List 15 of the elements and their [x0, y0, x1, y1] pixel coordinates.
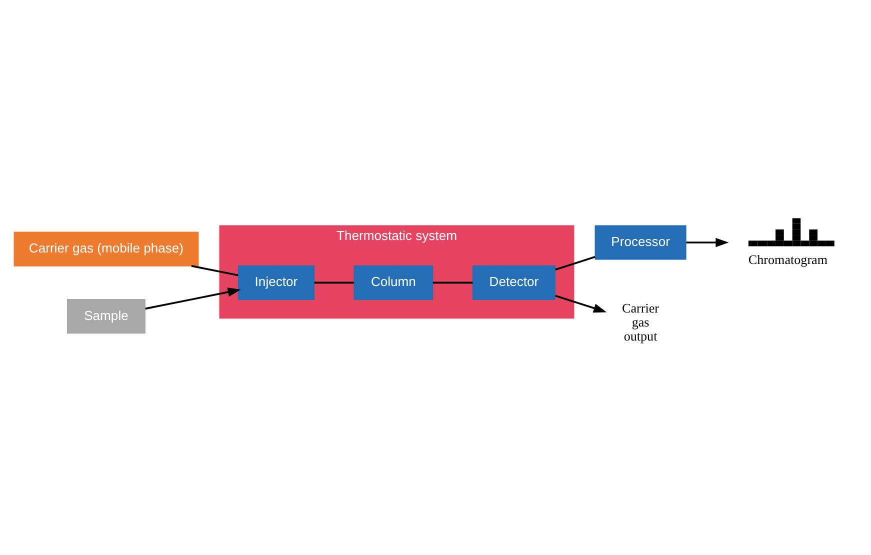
connector — [555, 255, 596, 270]
node-box: Column — [354, 264, 434, 300]
arrow — [555, 294, 607, 312]
connector — [314, 281, 354, 284]
connector — [191, 264, 238, 276]
node-box: Injector — [238, 264, 315, 300]
node-box: Processor — [594, 224, 686, 260]
arrow — [145, 287, 241, 310]
node-label: Chromatogram — [748, 252, 828, 267]
node-box: Detector — [472, 264, 556, 300]
node-text: Carrier gas output — [622, 300, 660, 343]
node-box: Sample — [66, 298, 146, 334]
connector — [432, 281, 473, 284]
node-box: Carrier gas (mobile phase) — [14, 231, 199, 266]
arrow — [686, 237, 729, 247]
